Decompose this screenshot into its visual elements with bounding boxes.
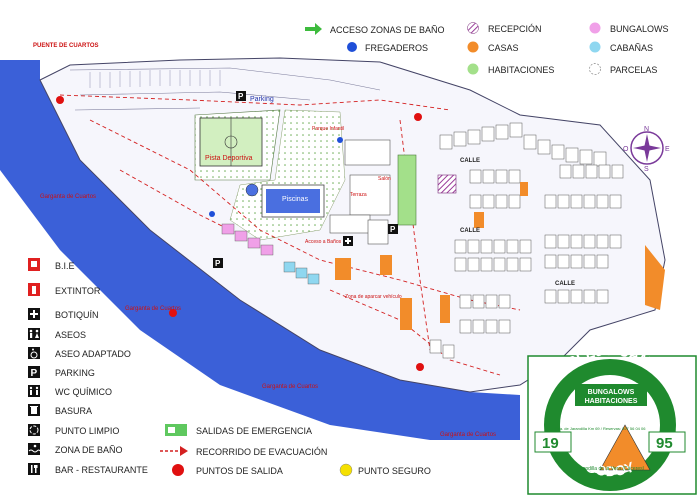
- map-parking-icon: P: [236, 91, 246, 101]
- legend-basura-icon: [28, 404, 40, 416]
- legend-botiquin-icon: [28, 308, 40, 320]
- garganta-label-4: Garganta de Cuartos: [440, 432, 496, 438]
- legend-casas-swatch: [467, 41, 479, 53]
- legend-acceso-label: ACCESO ZONAS DE BAÑO: [330, 25, 445, 35]
- zona-aparcar-label: Zona de aparcar vehículo: [345, 294, 402, 300]
- logo-band-b: HABITACIONES: [585, 398, 638, 405]
- bungalows: [221, 223, 274, 256]
- sports-court: [194, 109, 281, 181]
- legend-bar-label: BAR - RESTAURANTE: [55, 465, 148, 475]
- cabanas: [283, 261, 320, 285]
- legend-salidas-label: SALIDAS DE EMERGENCIA: [196, 426, 312, 436]
- terraza-label: Terraza: [350, 192, 367, 198]
- fregaderos: [209, 137, 343, 217]
- legend-cabanas-swatch: [589, 41, 601, 53]
- recepcion-block: [437, 174, 457, 194]
- logo-place: Jarandilla de la Vera (Cáceres): [576, 466, 645, 472]
- legend-bar-icon: [28, 463, 40, 475]
- legend-recorrido-icon: [160, 446, 188, 456]
- legend-parking-icon: P: [28, 366, 40, 379]
- legend-puntos-salida-swatch: [172, 464, 184, 476]
- parking-stalls: [89, 70, 221, 88]
- svg-text:P: P: [31, 368, 38, 379]
- legend-wc-quimico-label: WC QUÍMICO: [55, 387, 112, 397]
- parque-label: Parque Infantil: [312, 126, 344, 132]
- logo-ring-bottom: GODOY: [584, 458, 637, 479]
- pista-label: Pista Deportiva: [205, 155, 253, 162]
- piscinas-label: Piscinas: [282, 196, 309, 203]
- legend-wc-quimico-icon: [28, 385, 40, 397]
- map-botiquin-icon: [343, 236, 353, 246]
- compass-rose: [630, 131, 664, 165]
- legend-zona-bano-label: ZONA DE BAÑO: [55, 445, 123, 455]
- legend-casas-label: CASAS: [488, 43, 519, 53]
- river: [0, 60, 520, 440]
- legend-aseo-adaptado-icon: [28, 347, 40, 359]
- salon-label: Salón: [378, 176, 391, 182]
- legend-salidas-icon: [165, 424, 187, 436]
- legend-fregaderos-swatch: [347, 42, 357, 52]
- casas: [335, 182, 665, 330]
- legend-parcelas-label: PARCELAS: [610, 65, 657, 75]
- legend-recepcion-label: RECEPCIÓN: [488, 24, 542, 34]
- logo-year-b: 95: [656, 435, 673, 452]
- legend-habitaciones-label: HABITACIONES: [488, 65, 554, 75]
- garganta-label-2: Garganta de Cuartos: [125, 306, 181, 312]
- legend-punto-limpio-label: PUNTO LIMPIO: [55, 426, 119, 436]
- camping-logo: [527, 355, 697, 495]
- parking-map-label: Parking: [250, 96, 274, 103]
- pool-small: [245, 183, 259, 197]
- legend-fregaderos-label: FREGADEROS: [365, 43, 428, 53]
- legend-acceso: [305, 23, 322, 35]
- legend-extintor-icon: [28, 283, 40, 296]
- legend-habitaciones-swatch: [467, 63, 479, 75]
- garganta-label-3: Garganta de Cuartos: [262, 384, 318, 390]
- legend-aseo-adaptado-label: ASEO ADAPTADO: [55, 349, 131, 359]
- legend-extintor-label: EXTINTOR: [55, 286, 101, 296]
- legend-bungalows-label: BUNGALOWS: [610, 24, 669, 34]
- legend-bie-icon: [28, 258, 40, 271]
- legend-recepcion-swatch: [467, 22, 479, 34]
- legend-punto-seguro-swatch: [339, 463, 353, 477]
- legend-bie-label: B.I.E: [55, 261, 75, 271]
- garganta-label-1: Garganta de Cuartos: [40, 194, 96, 200]
- compass-o: O: [623, 146, 629, 153]
- habitaciones-block: [397, 154, 417, 226]
- puente-label: PUENTE DE CUARTOS: [33, 43, 99, 49]
- svg-text:P: P: [238, 92, 244, 101]
- map-parking-icon-3: P: [213, 258, 223, 268]
- parking-area: [69, 67, 381, 111]
- exit-points: [56, 96, 424, 371]
- legend-recorrido-label: RECORRIDO DE EVACUACIÓN: [196, 447, 327, 457]
- svg-text:P: P: [390, 225, 396, 234]
- map-parking-icon-2: P: [388, 224, 398, 234]
- legend-parcelas-swatch: [589, 63, 601, 75]
- logo-year-a: 19: [542, 435, 559, 452]
- legend-parking-label: PARKING: [55, 368, 95, 378]
- compass-n: N: [644, 126, 649, 133]
- legend-bungalows-swatch: [589, 22, 601, 34]
- legend-zona-bano-icon: [28, 443, 41, 455]
- calle-label-2: CALLE: [460, 228, 480, 234]
- parcels-grid: [429, 122, 624, 359]
- legend-basura-label: BASURA: [55, 406, 92, 416]
- compass-e: E: [665, 146, 670, 153]
- calle-label-1: CALLE: [460, 158, 480, 164]
- compass-s: S: [644, 166, 649, 173]
- legend-punto-limpio-icon: [28, 424, 40, 436]
- logo-band-a: BUNGALOWS: [588, 389, 635, 396]
- legend-botiquin-label: BOTIQUÍN: [55, 310, 99, 320]
- legend-cabanas-label: CABAÑAS: [610, 43, 653, 53]
- logo-info: Ctra. de Jarandilla Km 69 / Reservas: 92…: [555, 426, 647, 431]
- pool: [261, 184, 325, 218]
- svg-text:P: P: [215, 259, 221, 268]
- legend-aseos-icon: [28, 328, 40, 340]
- buildings: [329, 139, 391, 245]
- acceso-banos-label: Acceso a Baños: [305, 239, 342, 245]
- calle-label-3: CALLE: [555, 281, 575, 287]
- legend-aseos-label: ASEOS: [55, 330, 86, 340]
- legend-puntos-salida-label: PUNTOS DE SALIDA: [196, 466, 283, 476]
- legend-punto-seguro-label: PUNTO SEGURO: [358, 466, 431, 476]
